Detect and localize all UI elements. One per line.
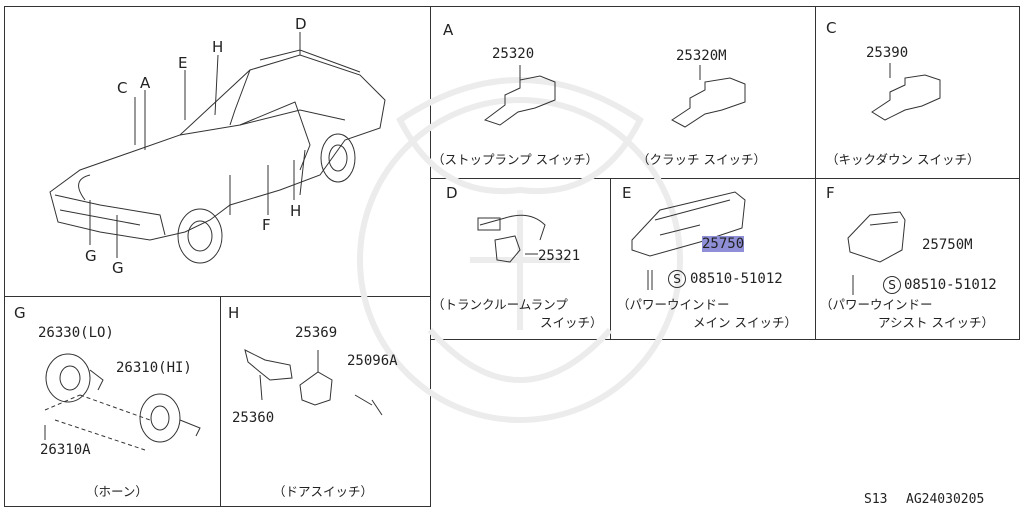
car-callout-c[interactable]: C [117,79,128,97]
caption-trunk-lamp-line1: （トランクルームランプ [432,297,568,312]
car-callout-e[interactable]: E [178,54,188,72]
car-callout-f[interactable]: F [262,216,271,234]
section-c-letter: C [826,19,837,37]
part-25320m[interactable]: 25320M [676,48,727,64]
standard-part-mark-f: S [883,276,901,294]
caption-kickdown-switch: （キックダウン スイッチ） [826,152,980,167]
section-a-letter: A [443,21,454,39]
part-25369[interactable]: 25369 [295,325,338,341]
footer-code: AG24030205 [906,492,985,507]
part-25320[interactable]: 25320 [492,46,535,62]
section-g-letter: G [14,304,26,322]
car-callout-g-left[interactable]: G [85,247,97,265]
section-d-letter: D [446,184,458,202]
part-25390[interactable]: 25390 [866,45,909,61]
caption-power-window-main-line2: メイン スイッチ） [693,315,797,330]
right-panel-frame [430,6,1020,340]
watermark-crest [357,77,683,423]
section-a-parts [44,63,941,451]
part-25321[interactable]: 25321 [538,248,581,264]
part-25750-highlighted[interactable]: 25750 [702,236,745,252]
part-26310a[interactable]: 26310A [40,442,91,458]
standard-part-mark: S [668,270,686,288]
part-08510-51012-e[interactable]: 08510-51012 [690,271,783,287]
car-callout-h-top[interactable]: H [212,38,224,56]
car-callout-a[interactable]: A [140,74,151,92]
section-e-letter: E [622,184,632,202]
car-callout-d[interactable]: D [295,15,307,33]
car-callout-h-bottom[interactable]: H [290,202,302,220]
footer-model: S13 [864,492,888,507]
caption-door-switch: （ドアスイッチ） [273,484,374,499]
caption-horn: （ホーン） [86,484,148,499]
caption-power-window-main-line1: （パワーウインドー [617,297,730,312]
part-26330-lo[interactable]: 26330(LO) [38,325,114,341]
car-illustration [49,32,386,264]
part-26310-hi[interactable]: 26310(HI) [116,360,192,376]
section-f-letter: F [826,184,835,202]
part-25360[interactable]: 25360 [232,410,275,426]
caption-trunk-lamp-line2: スイッチ） [540,315,603,330]
section-h-letter: H [228,304,240,322]
caption-power-window-assist-line2: アシスト スイッチ） [878,315,994,330]
car-callout-g-right[interactable]: G [112,259,124,277]
caption-power-window-assist-line1: （パワーウインドー [820,297,933,312]
part-08510-51012-f[interactable]: 08510-51012 [904,277,997,293]
caption-stop-lamp-switch: （ストップランプ スイッチ） [432,152,599,167]
part-25750m[interactable]: 25750M [922,237,973,253]
caption-clutch-switch: （クラッチ スイッチ） [637,152,766,167]
part-25096a[interactable]: 25096A [347,353,398,369]
